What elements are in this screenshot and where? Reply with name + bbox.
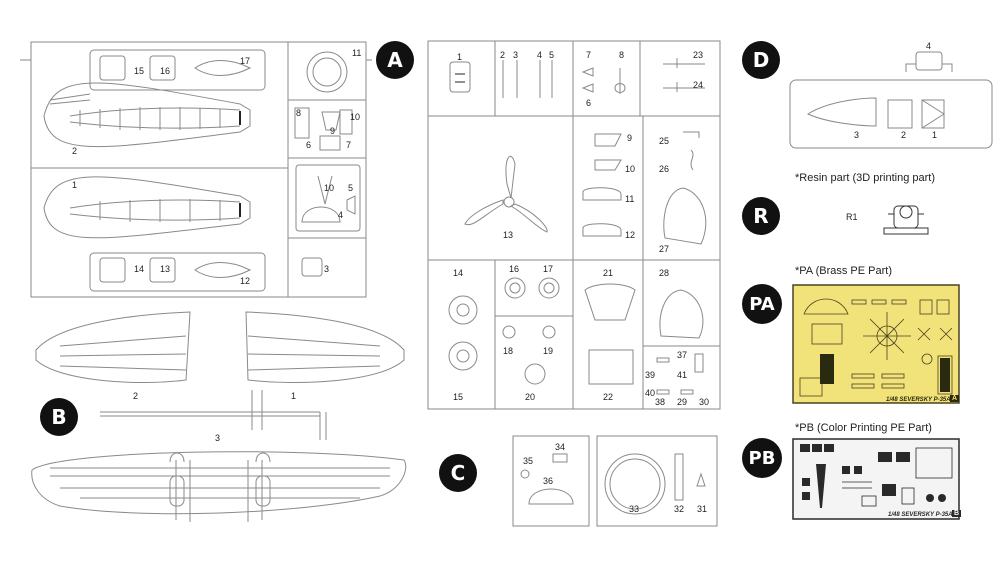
c-label-13: 13 bbox=[503, 230, 514, 240]
b-label-2: 2 bbox=[133, 391, 139, 401]
resin-part-icon bbox=[883, 205, 929, 235]
a-label-2: 2 bbox=[72, 146, 78, 156]
a-label-7: 7 bbox=[346, 140, 352, 150]
sprue-c: 1 2 3 4 5 7 8 6 23 24 13 9 10 11 12 25 2… bbox=[425, 38, 725, 528]
resin-note: *Resin part (3D printing part) bbox=[795, 172, 936, 184]
a-label-8: 8 bbox=[296, 108, 302, 118]
sprue-a-frame bbox=[20, 41, 372, 298]
c-label-15: 15 bbox=[453, 392, 464, 402]
a-label-11: 11 bbox=[352, 48, 362, 58]
c-label-5: 5 bbox=[549, 50, 555, 60]
c-label-6: 6 bbox=[586, 98, 592, 108]
c-label-25: 25 bbox=[659, 136, 670, 146]
a-label-5: 5 bbox=[348, 183, 354, 193]
d-label-3: 3 bbox=[854, 130, 860, 140]
pb-badge: PB bbox=[742, 438, 782, 478]
a-label-15: 15 bbox=[134, 66, 145, 76]
c-label-19: 19 bbox=[543, 346, 554, 356]
c-label-26: 26 bbox=[659, 164, 670, 174]
c-label-27: 27 bbox=[659, 244, 670, 254]
c-label-23: 23 bbox=[693, 50, 704, 60]
sprue-b-badge: B bbox=[40, 398, 78, 436]
pb-sheet bbox=[792, 438, 960, 520]
c-label-3: 3 bbox=[513, 50, 519, 60]
c-label-9: 9 bbox=[627, 133, 633, 143]
pb-note: *PB (Color Printing PE Part) bbox=[795, 422, 932, 434]
d-label-1: 1 bbox=[932, 130, 938, 140]
pa-section: *PA (Brass PE Part) PA 1/48 SEVERSKY P-3… bbox=[740, 262, 1000, 417]
pb-letter: B bbox=[952, 510, 962, 517]
c-label-1: 1 bbox=[457, 52, 463, 62]
c-label-34: 34 bbox=[555, 442, 566, 452]
sprue-d: 4 3 2 1 D bbox=[740, 0, 1000, 160]
c-label-35: 35 bbox=[523, 456, 534, 466]
sprue-b: 2 1 3 B bbox=[0, 300, 420, 563]
c-label-31: 31 bbox=[697, 504, 708, 514]
pa-letter: A bbox=[950, 395, 960, 402]
a-label-1: 1 bbox=[72, 180, 78, 190]
d-label-4: 4 bbox=[926, 41, 932, 51]
pa-brand: 1/48 SEVERSKY P-35A bbox=[886, 397, 951, 403]
resin-label-r1: R1 bbox=[846, 212, 858, 222]
c-label-10: 10 bbox=[625, 164, 636, 174]
c-label-12: 12 bbox=[625, 230, 636, 240]
c-label-37: 37 bbox=[677, 350, 688, 360]
c-label-24: 24 bbox=[693, 80, 704, 90]
a-label-6: 6 bbox=[306, 140, 312, 150]
pb-section: *PB (Color Printing PE Part) PB 1/48 SEV… bbox=[740, 418, 1000, 563]
sprue-c-badge: C bbox=[439, 454, 477, 492]
c-label-21: 21 bbox=[603, 268, 614, 278]
a-label-16: 16 bbox=[160, 66, 171, 76]
a-label-13: 13 bbox=[160, 264, 171, 274]
a-label-3: 3 bbox=[324, 264, 330, 274]
c-label-36: 36 bbox=[543, 476, 554, 486]
c-label-30: 30 bbox=[699, 397, 710, 407]
a-label-14: 14 bbox=[134, 264, 145, 274]
pa-badge: PA bbox=[742, 284, 782, 324]
c-label-11: 11 bbox=[625, 194, 635, 204]
resin-badge: R bbox=[742, 197, 780, 235]
sprue-d-badge: D bbox=[742, 41, 780, 79]
b-label-3: 3 bbox=[215, 433, 221, 443]
pb-brand: 1/48 SEVERSKY P-35A bbox=[888, 512, 953, 518]
c-label-29: 29 bbox=[677, 397, 688, 407]
c-label-33: 33 bbox=[629, 504, 640, 514]
c-label-22: 22 bbox=[603, 392, 614, 402]
sprue-a-badge: A bbox=[376, 41, 414, 79]
c-label-38: 38 bbox=[655, 397, 666, 407]
c-label-7: 7 bbox=[586, 50, 592, 60]
a-label-17: 17 bbox=[240, 56, 251, 66]
sprue-c-frame bbox=[427, 40, 721, 527]
a-label-10: 10 bbox=[350, 112, 361, 122]
d-label-2: 2 bbox=[901, 130, 907, 140]
c-label-28: 28 bbox=[659, 268, 670, 278]
b-label-1: 1 bbox=[291, 391, 297, 401]
pa-note: *PA (Brass PE Part) bbox=[795, 265, 892, 277]
sprue-d-frame bbox=[789, 51, 993, 149]
c-label-16: 16 bbox=[509, 264, 520, 274]
c-label-39: 39 bbox=[645, 370, 656, 380]
c-label-20: 20 bbox=[525, 392, 536, 402]
resin-section: *Resin part (3D printing part) R R1 bbox=[740, 160, 1000, 260]
sprue-b-frame bbox=[31, 311, 407, 522]
c-label-8: 8 bbox=[619, 50, 625, 60]
c-label-4: 4 bbox=[537, 50, 543, 60]
sprue-a: 15 16 17 11 2 8 9 10 6 7 1 10 5 4 14 13 … bbox=[0, 0, 420, 300]
c-label-32: 32 bbox=[674, 504, 685, 514]
c-label-14: 14 bbox=[453, 268, 464, 278]
a-label-10b: 10 bbox=[324, 183, 335, 193]
a-label-9: 9 bbox=[330, 126, 336, 136]
c-label-2: 2 bbox=[500, 50, 506, 60]
a-label-12: 12 bbox=[240, 276, 251, 286]
c-label-40: 40 bbox=[645, 388, 656, 398]
pa-sheet bbox=[792, 284, 960, 404]
c-label-18: 18 bbox=[503, 346, 514, 356]
a-label-4: 4 bbox=[338, 210, 344, 220]
c-label-41: 41 bbox=[677, 370, 688, 380]
c-label-17: 17 bbox=[543, 264, 554, 274]
